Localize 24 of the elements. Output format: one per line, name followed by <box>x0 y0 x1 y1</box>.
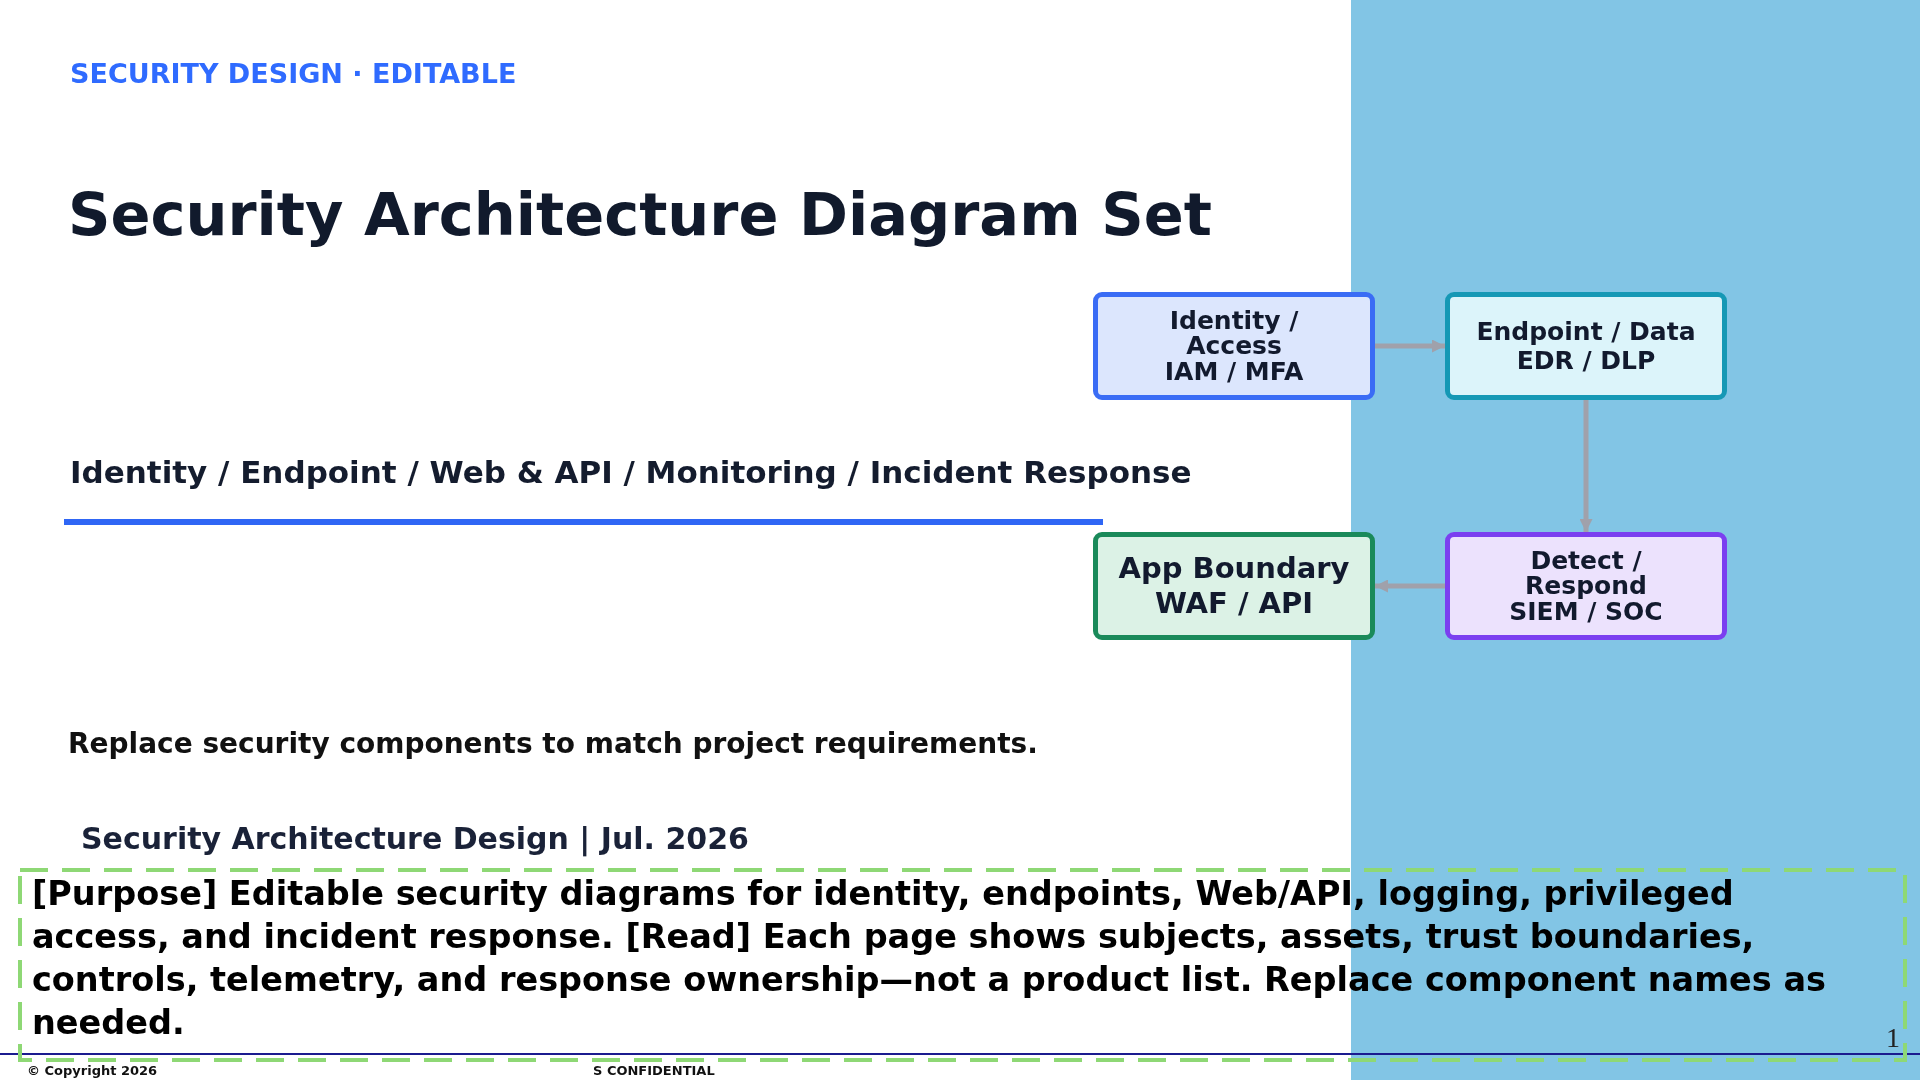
page-title: Security Architecture Diagram Set <box>68 180 1212 251</box>
process-box <box>1093 532 1375 640</box>
subtitle: Identity / Endpoint / Web & API / Monitoring / Incident Response <box>70 454 1192 492</box>
date-line: Security Architecture Design | Jul. 2026 <box>81 821 749 857</box>
eyebrow-text: SECURITY DESIGN · EDITABLE <box>70 58 517 91</box>
box-subtitle: SIEM / SOC <box>1509 598 1663 625</box>
process-box <box>1445 532 1727 640</box>
box-title: Identity / Access <box>1168 307 1300 359</box>
process-box <box>1445 292 1727 400</box>
box-title: Detect / Respond <box>1524 547 1648 599</box>
description-text: Replace security components to match project requirements. <box>68 727 1038 761</box>
arrow <box>1375 579 1445 593</box>
box-subtitle: IAM / MFA <box>1164 358 1304 385</box>
box-title: App Boundary <box>1118 551 1350 586</box>
box-subtitle: EDR / DLP <box>1516 346 1656 375</box>
confidentiality-label: S CONFIDENTIAL <box>593 1063 715 1079</box>
dashed-note-box <box>18 868 1907 1062</box>
note-text: [Purpose] Editable security diagrams for identity, endpoints, Web/API, logging, privileged access, and incident response. [Read] Each page shows subjects, assets, trust boundaries, controls, telemetry, and response ownership—not a product list. Replace component names as needed. <box>32 873 1827 1044</box>
box-subtitle: WAF / API <box>1154 586 1314 621</box>
arrow <box>1579 400 1593 532</box>
process-box <box>1093 292 1375 400</box>
page-number: 1 <box>1886 1021 1900 1055</box>
arrow <box>1375 339 1445 353</box>
box-title: Endpoint / Data <box>1476 317 1696 346</box>
